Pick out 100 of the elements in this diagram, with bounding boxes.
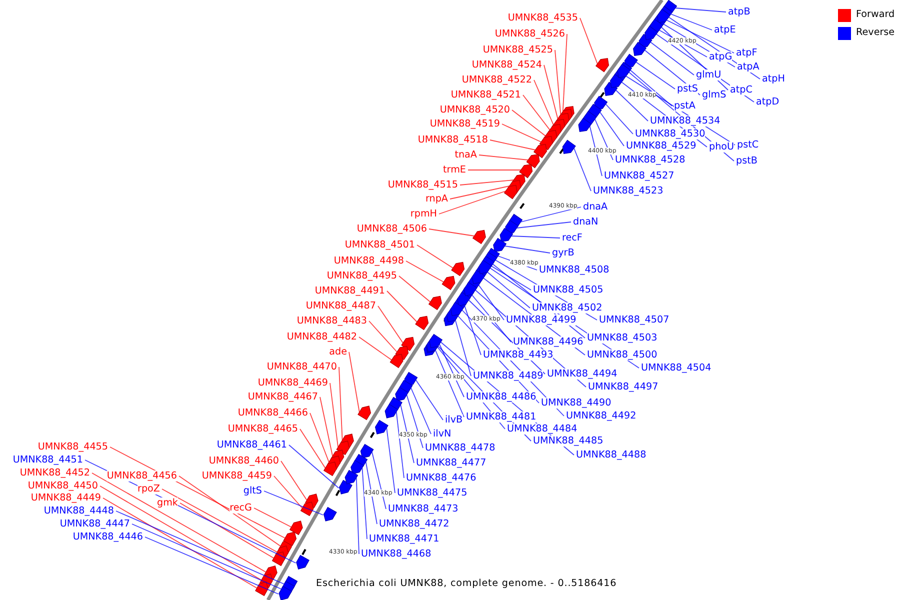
gene-label: glmU (696, 70, 722, 80)
leader-line (386, 290, 418, 322)
gene-label: UMNK88_4489 (473, 370, 544, 382)
gene-label: UMNK88_4522 (462, 74, 532, 86)
leader-line (510, 236, 560, 238)
leader-line (406, 394, 424, 448)
gene-label: ade (329, 346, 347, 358)
leader-line (358, 336, 392, 360)
gene-feature (289, 520, 303, 536)
leader-line (310, 412, 330, 462)
gene-label: pstA (674, 100, 696, 112)
gene-label: UMNK88_4535 (508, 12, 578, 24)
gene-label: UMNK88_4455 (38, 442, 108, 452)
leader-line (668, 16, 760, 80)
leader-line (504, 246, 550, 254)
leader-line (330, 382, 338, 448)
gene-label: tnaA (454, 150, 477, 160)
gene-label: UMNK88_4447 (60, 518, 130, 530)
gene-label: UMNK88_4515 (388, 180, 458, 190)
leader-line (615, 90, 648, 122)
gene-feature (526, 154, 540, 168)
leader-line (116, 510, 284, 584)
gene-label: UMNK88_4446 (72, 532, 143, 542)
gene-label: UMNK88_4452 (20, 468, 90, 478)
gene-label: dnaN (573, 216, 598, 228)
leader-line (132, 524, 282, 590)
gene-label: UMNK88_4482 (286, 332, 357, 342)
leader-line (490, 266, 532, 290)
gene-label: UMNK88_4526 (494, 28, 565, 40)
leader-line (428, 228, 475, 236)
gene-feature (360, 444, 374, 458)
leader-line (406, 260, 444, 282)
leader-line (464, 306, 482, 356)
gene-label: atpB (728, 6, 750, 18)
gene-label: UMNK88_4506 (356, 224, 427, 234)
leader-line (368, 320, 398, 352)
gene-feature (344, 470, 358, 484)
gene-label: UMNK88_4505 (533, 284, 604, 296)
gene-label: UMNK88_4475 (397, 488, 468, 498)
gene-label: UMNK88_4525 (482, 44, 553, 56)
gene-feature (336, 440, 350, 456)
gene-label: UMNK88_4470 (266, 362, 337, 372)
gene-label: UMNK88_4495 (326, 270, 397, 282)
leader-line (102, 498, 258, 588)
gene-label: UMNK88_4466 (238, 408, 308, 418)
gene-label: UMNK88_4461 (216, 440, 287, 450)
leader-line (562, 34, 568, 112)
gene-label: UMNK88_4486 (466, 392, 536, 402)
leader-line (490, 140, 536, 150)
gene-label: UMNK88_4534 (650, 116, 720, 126)
leader-line (264, 490, 324, 516)
gene-label: gyrB (552, 248, 574, 258)
leader-line (599, 112, 624, 146)
leader-line (554, 50, 562, 116)
gene-label: UMNK88_4469 (258, 378, 328, 388)
leader-line (522, 94, 550, 130)
leader-line (674, 8, 726, 12)
gene-label: atpF (736, 48, 758, 58)
gene-label: recF (562, 232, 582, 244)
gene-label: UMNK88_4485 (533, 436, 604, 446)
leader-line (288, 444, 340, 488)
gene-label: UMNK88_4476 (406, 472, 476, 484)
gene-label: rpoZ (138, 484, 160, 494)
leader-line (460, 180, 514, 186)
gene-feature (633, 42, 647, 56)
leader-line (180, 502, 274, 558)
leader-line (300, 428, 326, 468)
gene-feature (578, 118, 592, 132)
gene-label: UMNK88_4448 (44, 506, 114, 516)
gene-feature (519, 164, 533, 178)
gene-feature (534, 144, 548, 158)
leader-line (478, 154, 529, 160)
gene-feature (272, 552, 286, 566)
gene-label: atpH (762, 74, 785, 84)
gene-feature (451, 262, 465, 276)
leader-line (666, 20, 734, 54)
gene-label: UMNK88_4527 (604, 170, 674, 182)
gene-feature (395, 386, 409, 402)
gene-label: glmS (702, 90, 726, 100)
gene-label: atpG (709, 52, 732, 62)
legend-label: Reverse (856, 26, 895, 40)
leader-line (534, 80, 554, 126)
leader-line (410, 388, 432, 434)
leader-line (450, 186, 510, 200)
gene-feature (374, 420, 388, 434)
gene-label: UMNK88_4501 (344, 240, 415, 250)
gene-label: UMNK88_4468 (361, 548, 432, 560)
leader-line (280, 460, 308, 500)
leader-line (544, 64, 558, 120)
gene-label: UMNK88_4483 (296, 316, 367, 326)
gene-feature (596, 58, 610, 72)
gene-label: UMNK88_4500 (587, 350, 658, 360)
leader-line (516, 222, 572, 228)
leader-line (416, 244, 454, 268)
gene-feature (390, 354, 404, 368)
gene-label: UMNK88_4450 (28, 480, 98, 492)
gene-feature (339, 480, 352, 494)
leader-line (635, 62, 676, 90)
gene-label: rnpA (425, 194, 448, 204)
gene-label: UMNK88_4459 (202, 470, 272, 482)
